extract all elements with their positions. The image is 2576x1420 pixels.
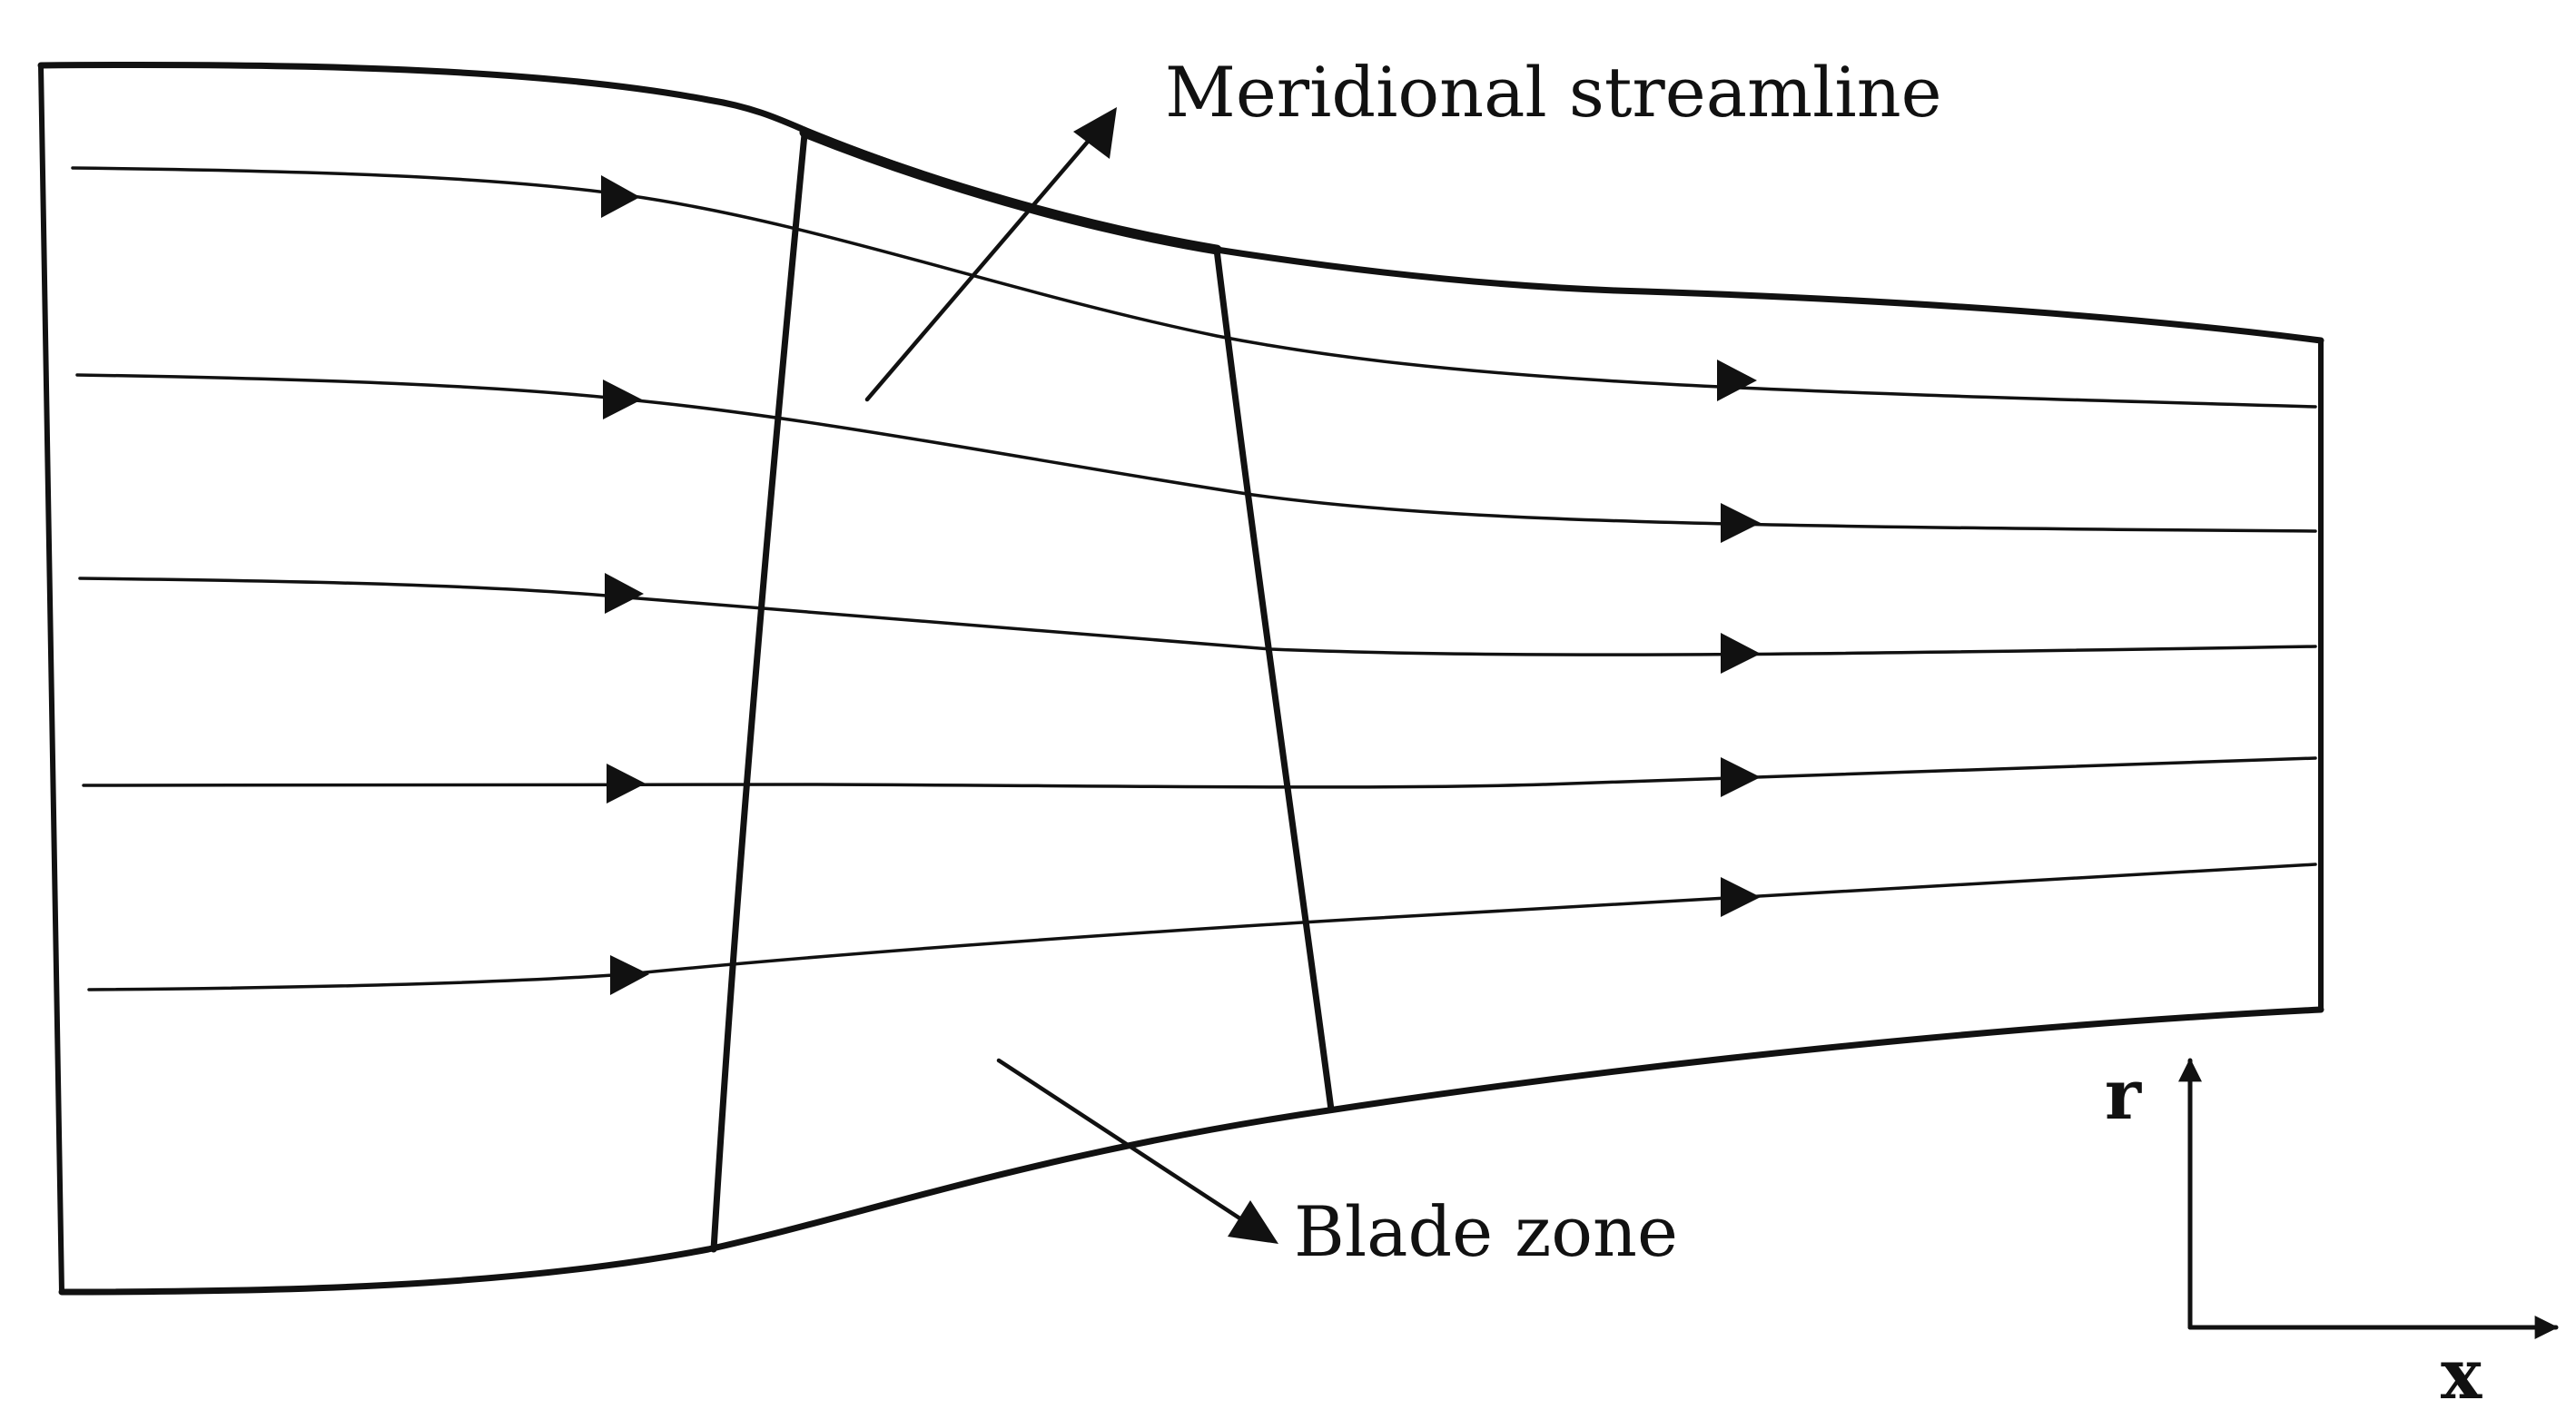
flow-arrow-5b xyxy=(1721,877,1761,917)
flow-arrow-4a xyxy=(607,764,646,804)
flow-arrow-2b xyxy=(1721,503,1761,543)
meridional-streamline-pointer xyxy=(864,121,1106,402)
streamline-3 xyxy=(78,577,2317,656)
x-axis-label: x xyxy=(2441,1334,2482,1415)
flow-arrow-3a xyxy=(605,573,644,614)
streamline-1 xyxy=(71,166,2317,409)
meridional-streamline-label: Meridional streamline xyxy=(1165,52,1942,133)
meridional-pointer-head xyxy=(1073,107,1117,159)
coordinate-axes xyxy=(2178,1058,2559,1339)
annotation-pointers xyxy=(864,121,1265,1236)
streamline-4 xyxy=(82,756,2317,789)
domain-boundary xyxy=(37,61,2324,1296)
blade-zone-pointer-head xyxy=(1228,1200,1278,1244)
flow-arrow-5a xyxy=(610,955,649,995)
blade-zone-label: Blade zone xyxy=(1294,1191,1678,1272)
flow-arrow-1a xyxy=(601,175,640,218)
flow-arrow-1b xyxy=(1717,360,1757,401)
flow-arrow-4b xyxy=(1721,757,1761,797)
blade-zone-pointer xyxy=(996,1058,1265,1236)
flow-arrow-3b xyxy=(1721,633,1761,674)
blade-trailing-edge xyxy=(1213,246,1335,1113)
annotation-arrowheads xyxy=(1073,107,1278,1244)
blade-zone-edges xyxy=(710,127,1335,1253)
r-axis-label: r xyxy=(2105,1054,2142,1135)
hub-line xyxy=(58,1006,2324,1296)
inlet-line xyxy=(38,63,64,1295)
streamline-5 xyxy=(87,863,2317,991)
streamlines xyxy=(71,166,2317,991)
blade-tip-segment xyxy=(799,127,1222,255)
flow-arrow-2a xyxy=(603,380,642,419)
blade-leading-edge xyxy=(710,131,808,1253)
flow-arrowheads xyxy=(601,175,1761,995)
